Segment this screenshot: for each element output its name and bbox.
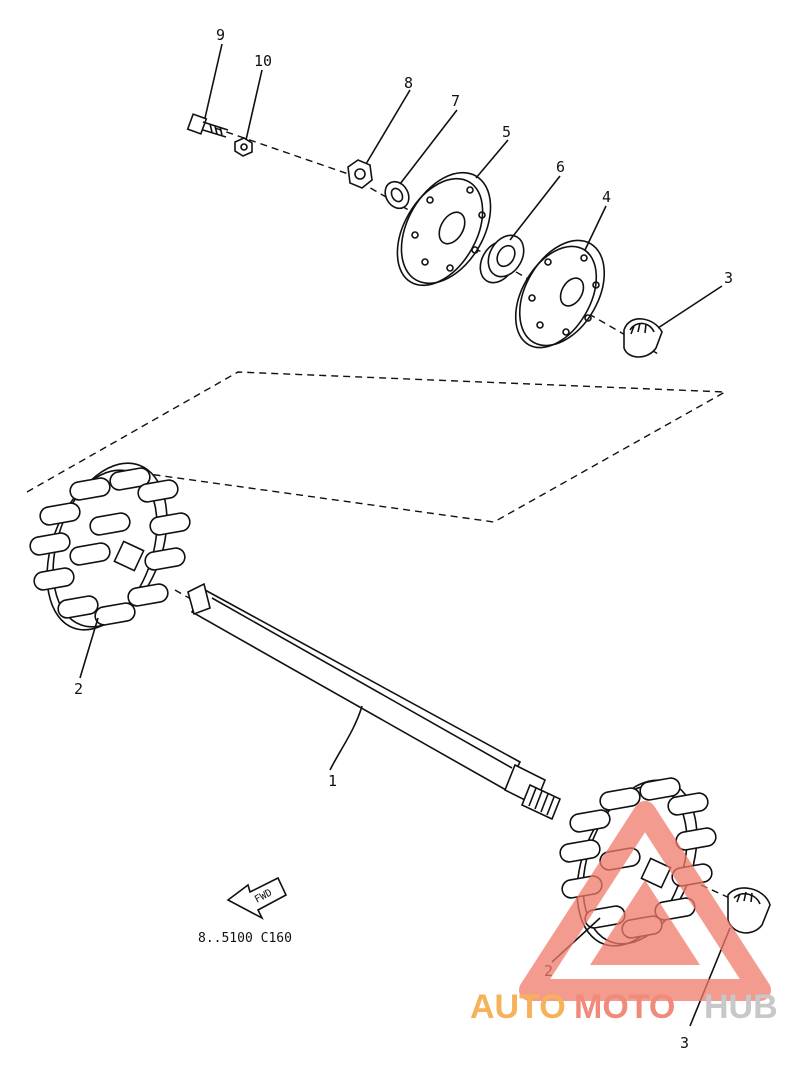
bolt-part-9 [186, 113, 229, 138]
flange-part-5 [396, 171, 492, 287]
assembly-outline [26, 371, 728, 523]
sprocket-part-2-left [29, 462, 191, 631]
watermark-moto: MOTO [574, 988, 675, 1026]
callout-6: 6 [556, 158, 565, 176]
callout-1: 1 [328, 772, 337, 790]
diagram-code: 8..5100 C160 [198, 931, 292, 946]
watermark-logo: AUTO MOTO HUB [470, 801, 778, 1026]
clip-part-3-top [623, 318, 663, 358]
watermark-auto: AUTO [470, 988, 566, 1026]
callout-2-left: 2 [74, 680, 83, 698]
watermark-hub: HUB [704, 988, 778, 1026]
callout-5: 5 [502, 123, 511, 141]
callout-7: 7 [451, 92, 460, 110]
callout-9: 9 [216, 26, 225, 44]
nut-part-8 [347, 159, 373, 189]
callout-3-bottom: 3 [680, 1034, 689, 1052]
watermark-triangle-icon [519, 801, 771, 1001]
nut-part-10 [234, 137, 253, 157]
fwd-arrow-icon: FWD [226, 876, 288, 920]
callout-4: 4 [602, 188, 611, 206]
shaft-part-1 [187, 582, 562, 821]
washer-part-7 [384, 180, 410, 210]
clip-part-3-bottom [727, 887, 771, 934]
flange-part-4 [514, 239, 606, 349]
callout-3-top: 3 [724, 269, 733, 287]
bearing-part-6 [479, 234, 525, 284]
callout-8: 8 [404, 74, 413, 92]
callout-10: 10 [254, 52, 272, 70]
